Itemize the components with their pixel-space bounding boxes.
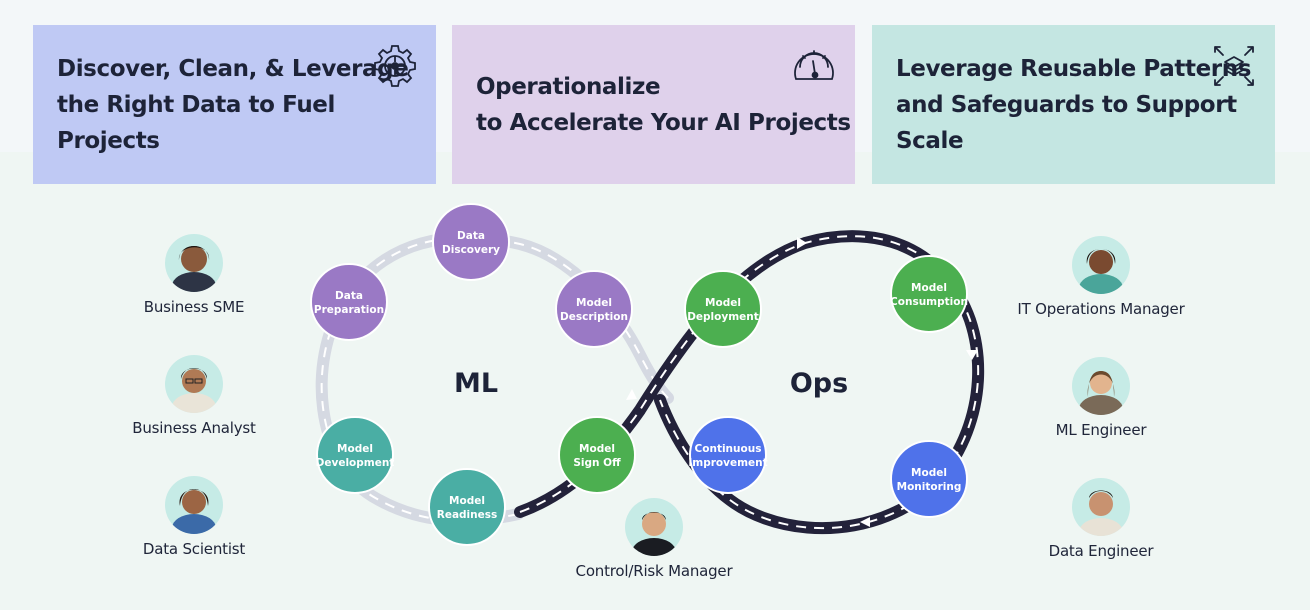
persona-business-analyst: Business Analyst (84, 355, 304, 437)
svg-text:Readiness: Readiness (437, 509, 498, 521)
node-data-discovery: Data Discovery (432, 203, 510, 281)
svg-text:Data: Data (457, 230, 485, 242)
ml-loop-track (315, 231, 674, 527)
flow-arrow-icon (626, 389, 637, 400)
ops-label: Ops (790, 368, 848, 399)
svg-text:Sign Off: Sign Off (573, 457, 621, 469)
svg-text:Deployment: Deployment (687, 311, 759, 323)
persona-data-scientist: Data Scientist (84, 476, 304, 558)
avatar (1072, 236, 1130, 294)
flow-arrow-icon (797, 237, 807, 249)
node-model-development: Model Development (316, 416, 395, 494)
avatar (165, 355, 223, 413)
card-discover-data: Discover, Clean, & Leverage the Right Da… (33, 25, 436, 184)
layers-expand-icon (1214, 46, 1254, 86)
persona-data-engineer: Data Engineer (991, 478, 1211, 560)
svg-text:Model: Model (579, 443, 615, 455)
svg-text:Model: Model (911, 467, 947, 479)
avatar (165, 476, 223, 534)
card-operationalize: Operationalize to Accelerate Your AI Pro… (452, 25, 855, 184)
avatar (1072, 478, 1130, 536)
speedometer-icon (794, 50, 834, 80)
card-title: Operationalize to Accelerate Your AI Pro… (476, 73, 851, 136)
svg-text:Model: Model (449, 495, 485, 507)
persona-business-sme: Business SME (84, 234, 304, 316)
node-model-deployment: Model Deployment (684, 270, 762, 348)
node-continuous-improvement: Continuous Improvement (688, 416, 768, 494)
svg-text:Data: Data (335, 290, 363, 302)
svg-text:Monitoring: Monitoring (897, 481, 962, 493)
svg-text:Continuous: Continuous (695, 443, 762, 455)
persona-it-operations-manager: IT Operations Manager (991, 236, 1211, 318)
node-data-preparation: Data Preparation (310, 263, 388, 341)
persona-ml-engineer: ML Engineer (991, 357, 1211, 439)
avatar (165, 234, 223, 292)
svg-text:Improvement: Improvement (688, 457, 767, 469)
svg-text:Description: Description (560, 311, 628, 323)
svg-text:Model: Model (911, 282, 947, 294)
svg-text:Preparation: Preparation (314, 304, 384, 316)
card-title: Leverage Reusable Patterns and Safeguard… (896, 55, 1251, 154)
node-model-sign-off: Model Sign Off (558, 416, 636, 494)
flow-arrow-icon (860, 517, 870, 527)
node-model-readiness: Model Readiness (428, 468, 506, 546)
gear-icon (374, 45, 416, 87)
svg-text:Model: Model (705, 297, 741, 309)
ml-label: ML (454, 368, 498, 399)
card-title: Discover, Clean, & Leverage the Right Da… (57, 55, 409, 154)
node-model-monitoring: Model Monitoring (890, 440, 968, 518)
ops-loop-track (514, 230, 985, 535)
svg-text:Model: Model (576, 297, 612, 309)
node-model-description: Model Description (555, 270, 633, 348)
avatar (625, 498, 683, 556)
svg-text:Consumption: Consumption (890, 296, 968, 308)
avatar (1072, 357, 1130, 415)
svg-text:Discovery: Discovery (442, 244, 500, 256)
card-reusable-patterns: Leverage Reusable Patterns and Safeguard… (872, 25, 1275, 184)
persona-control-risk-manager: Control/Risk Manager (544, 498, 764, 580)
flow-arrow-icon (966, 350, 978, 360)
svg-text:Development: Development (316, 457, 395, 469)
svg-text:Model: Model (337, 443, 373, 455)
node-model-consumption: Model Consumption (890, 255, 968, 333)
